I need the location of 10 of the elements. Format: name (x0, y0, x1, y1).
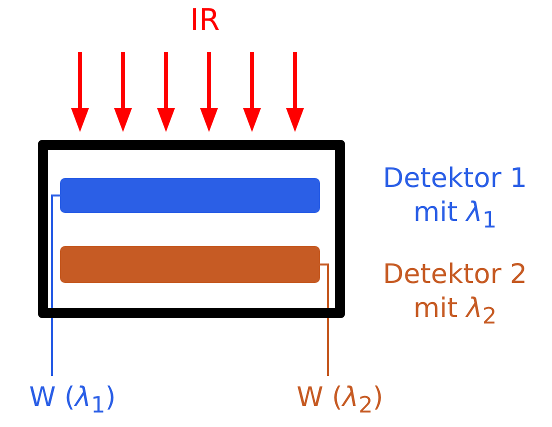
detector-strip (60, 246, 320, 283)
housing-box (38, 140, 345, 318)
radiation-label: IR (189, 4, 221, 38)
detector-label: Detektor 1 mit λ$_{1}$ (382, 162, 528, 236)
detector-strip (60, 178, 320, 213)
signal-label: W (λ$_{1}$) (10, 378, 135, 418)
leader-line (320, 264, 329, 376)
leader-line (51, 194, 60, 376)
detector-label: Detektor 2 mit λ$_{2}$ (382, 258, 528, 332)
signal-label: W (λ$_{2}$) (280, 378, 400, 418)
